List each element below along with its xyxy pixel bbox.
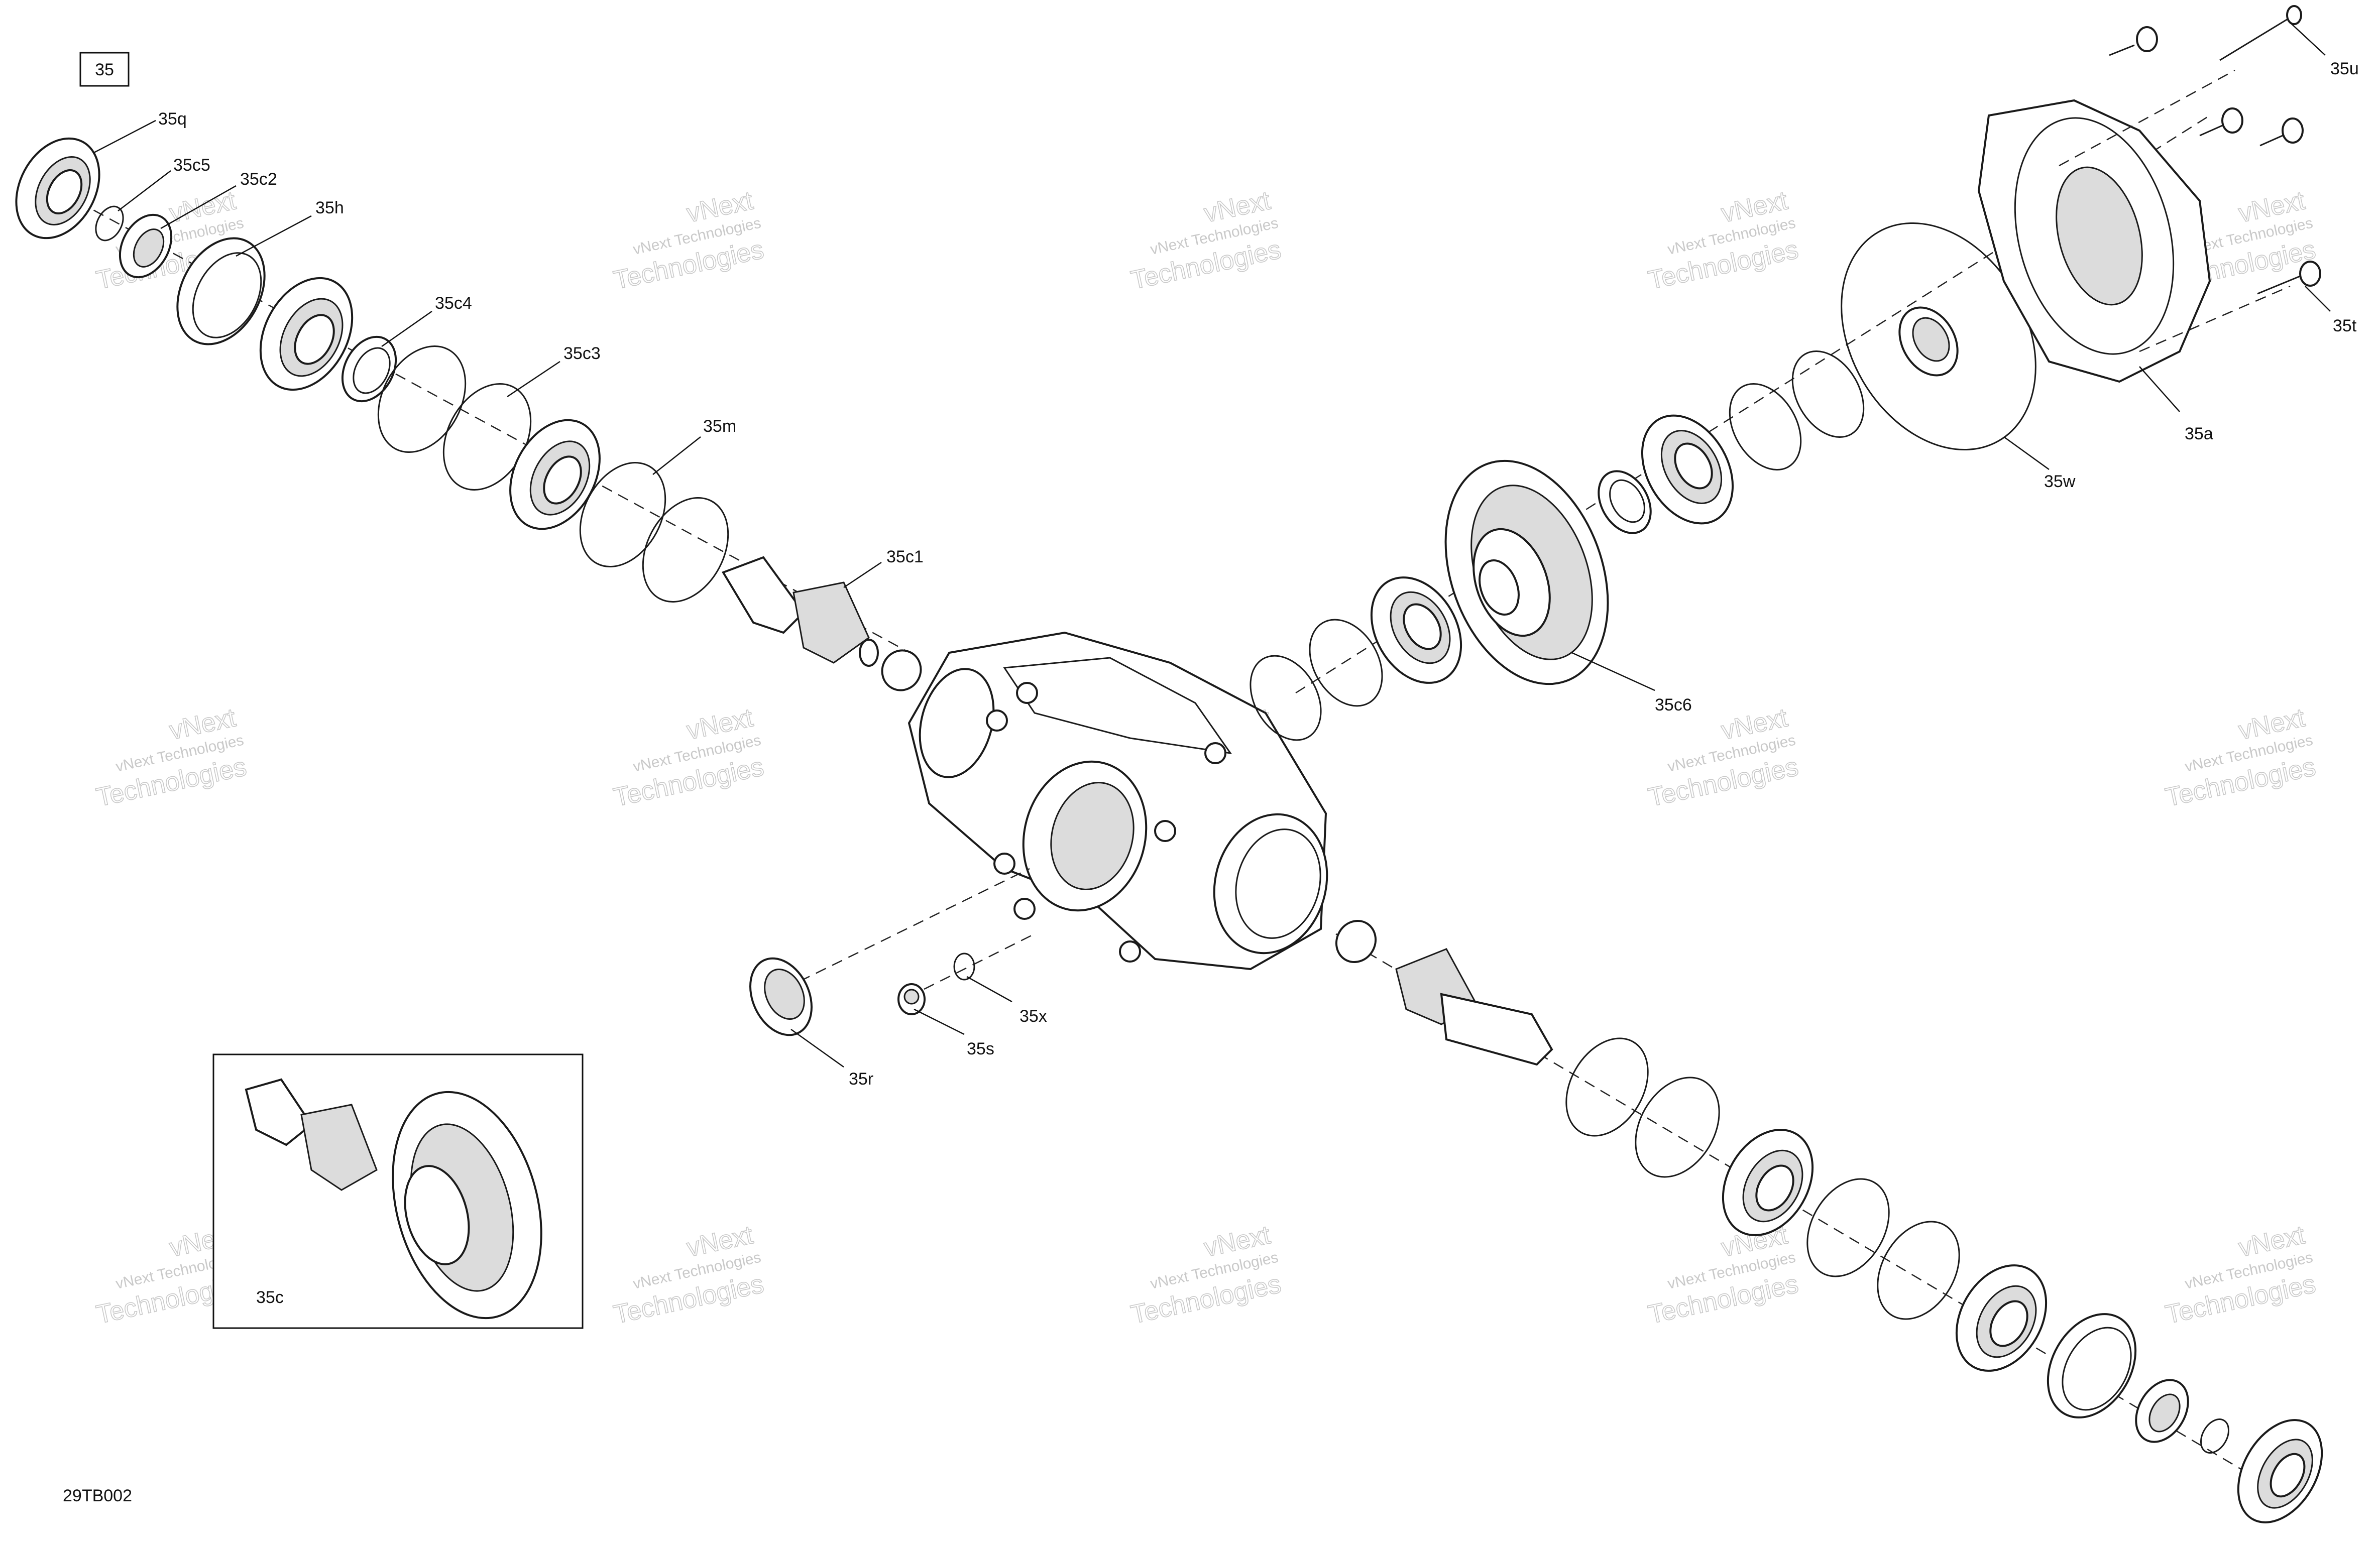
bearing-upper-1[interactable] [242,262,371,405]
cover-35a[interactable] [1977,99,2211,383]
callout-35c4: 35c4 [435,294,472,313]
callout-35u: 35u [2330,59,2359,78]
shim-lower-1[interactable] [1550,1024,1665,1150]
oil-seal-35r[interactable] [738,948,823,1045]
inset-gear-set: 35c [212,1053,584,1335]
upper-right-assembly [1236,5,2321,753]
nut-35c2[interactable] [109,206,181,286]
bolt-35t[interactable] [2257,261,2321,295]
shim-lower-3[interactable] [1791,1164,1906,1291]
pinion-gear-lower[interactable] [1395,948,1553,1066]
seal-right-center[interactable] [1888,297,1969,386]
ring-35c5[interactable] [90,202,129,245]
inset-ring-gear[interactable] [369,1076,565,1335]
callout-35x: 35x [1019,1007,1047,1026]
callout-35c3: 35c3 [563,344,601,363]
oil-seal-35q[interactable] [0,124,116,253]
shim-right-1[interactable] [1236,643,1335,753]
leader-lines [92,22,2331,1068]
figure-code: 29TB002 [63,1486,132,1505]
bushing-upper[interactable] [875,644,928,697]
ring-lower[interactable] [2195,1414,2234,1458]
shim-right-4[interactable] [1778,338,1878,449]
shim-upper-1[interactable] [361,331,483,467]
differential-housing[interactable] [908,631,1342,971]
callout-35c5: 35c5 [173,156,210,175]
callout-35c1: 35c1 [886,547,924,566]
pinion-gear-35c1[interactable] [722,556,879,667]
shim-right-2[interactable] [1295,607,1397,719]
shim-lower-4[interactable] [1861,1207,1976,1334]
bolt-35u-3[interactable] [2259,117,2304,147]
bearing-upper-2[interactable] [492,405,617,544]
callout-35h: 35h [315,198,344,217]
group-label-text: 35 [95,60,114,79]
inset-pinion[interactable] [245,1078,378,1191]
ring-gear-35c6[interactable] [1416,438,1637,707]
gasket-35x[interactable] [953,953,975,981]
bearing-right-1[interactable] [1353,561,1480,699]
bearing-cup-lower[interactable] [2030,1298,2153,1434]
bearing-lower-1[interactable] [1705,1114,1831,1251]
callout-35w: 35w [2044,472,2076,491]
shim-lower-2[interactable] [1619,1062,1736,1192]
callout-35s: 35s [967,1039,994,1058]
bearing-lower-2[interactable] [1939,1249,2065,1387]
bolt-35u-2[interactable] [2199,107,2243,137]
group-label: 35 [79,52,130,87]
oil-seal-lower[interactable] [2221,1405,2339,1537]
callout-35m: 35m [703,417,736,436]
bolt-35u-1[interactable] [2109,26,2158,56]
lower-left-parts [738,868,1035,1045]
nut-lower[interactable] [2125,1371,2199,1451]
ring-right-small[interactable] [1588,462,1661,542]
bolt-35u-long[interactable] [2219,5,2302,61]
inset-label: 35c [256,1288,284,1307]
bearing-cup-35h[interactable] [160,223,282,359]
lower-right-assembly [1329,914,2339,1537]
callout-35t: 35t [2333,316,2357,335]
bearing-right-2[interactable] [1624,399,1751,539]
bushing-lower[interactable] [1329,914,1383,970]
upper-left-assembly [0,124,928,697]
shim-upper-3[interactable] [626,483,745,617]
callout-35r: 35r [849,1070,873,1089]
callout-35c6: 35c6 [1655,695,1692,715]
shim-right-3[interactable] [1715,371,1815,482]
ring-35c4[interactable] [332,327,407,410]
callout-35q: 35q [158,109,187,129]
callout-35c2: 35c2 [240,170,277,189]
shim-35m[interactable] [563,448,682,581]
plug-35s[interactable] [897,983,926,1015]
callout-labels: 35q 35c5 35c2 35h 35c4 35c3 35m 35c1 35c… [158,59,2359,1089]
callout-35a: 35a [2185,424,2213,443]
